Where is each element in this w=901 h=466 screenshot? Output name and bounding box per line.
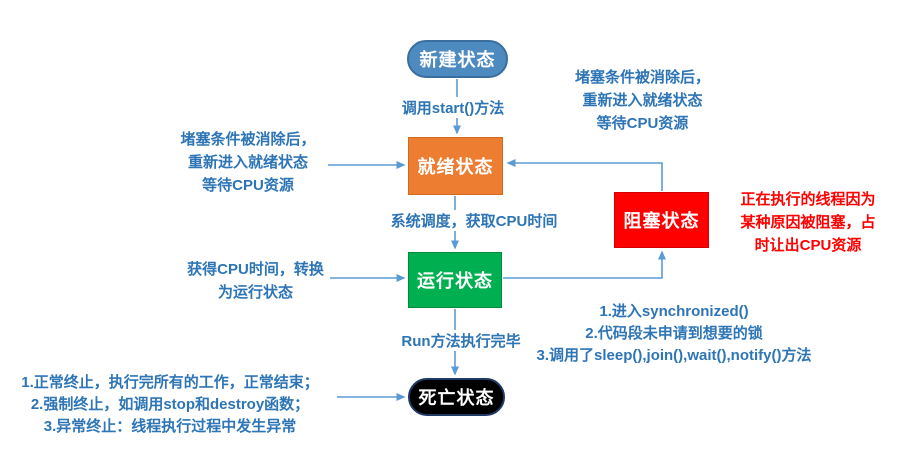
annotation-blocked-reason: 正在执行的线程因为 某种原因被阻塞，占 时让出CPU资源 (740, 191, 876, 254)
edge-label-run-complete: Run方法执行完毕 (398, 330, 524, 351)
annotation-unblock-left: 堵塞条件被消除后， 重新进入就绪状态 等待CPU资源 (180, 131, 316, 194)
node-ready-state: 就绪状态 (408, 137, 503, 195)
edge-label-system-schedule: 系统调度，获取CPU时间 (387, 210, 561, 231)
annotation-get-cpu: 获得CPU时间，转换 为运行状态 (187, 261, 324, 301)
node-running-state: 运行状态 (408, 252, 502, 308)
annotation-unblock-top-right: 堵塞条件被消除后， 重新进入就绪状态 等待CPU资源 (574, 69, 710, 132)
node-running-state-label: 运行状态 (417, 271, 493, 291)
connector-running-to-blocked (503, 250, 666, 279)
node-dead-state: 死亡状态 (408, 378, 505, 416)
node-new-state: 新建状态 (407, 40, 508, 78)
edge-label-call-start-method: 调用start()方法 (398, 97, 508, 118)
annotation-block-causes: 1.进入synchronized() 2.代码段未申请到想要的锁 3.调用了sl… (536, 303, 812, 364)
node-blocked-state-label: 阻塞状态 (623, 211, 700, 231)
node-new-state-label: 新建状态 (419, 50, 496, 70)
node-ready-state-label: 就绪状态 (417, 157, 494, 177)
node-dead-state-label: 死亡状态 (418, 388, 495, 408)
connector-blocked-to-ready (506, 159, 663, 191)
node-blocked-state: 阻塞状态 (614, 192, 709, 248)
annotation-terminate-causes: 1.正常终止，执行完所有的工作，正常结束； 2.强制终止，如调用stop和des… (21, 374, 319, 435)
